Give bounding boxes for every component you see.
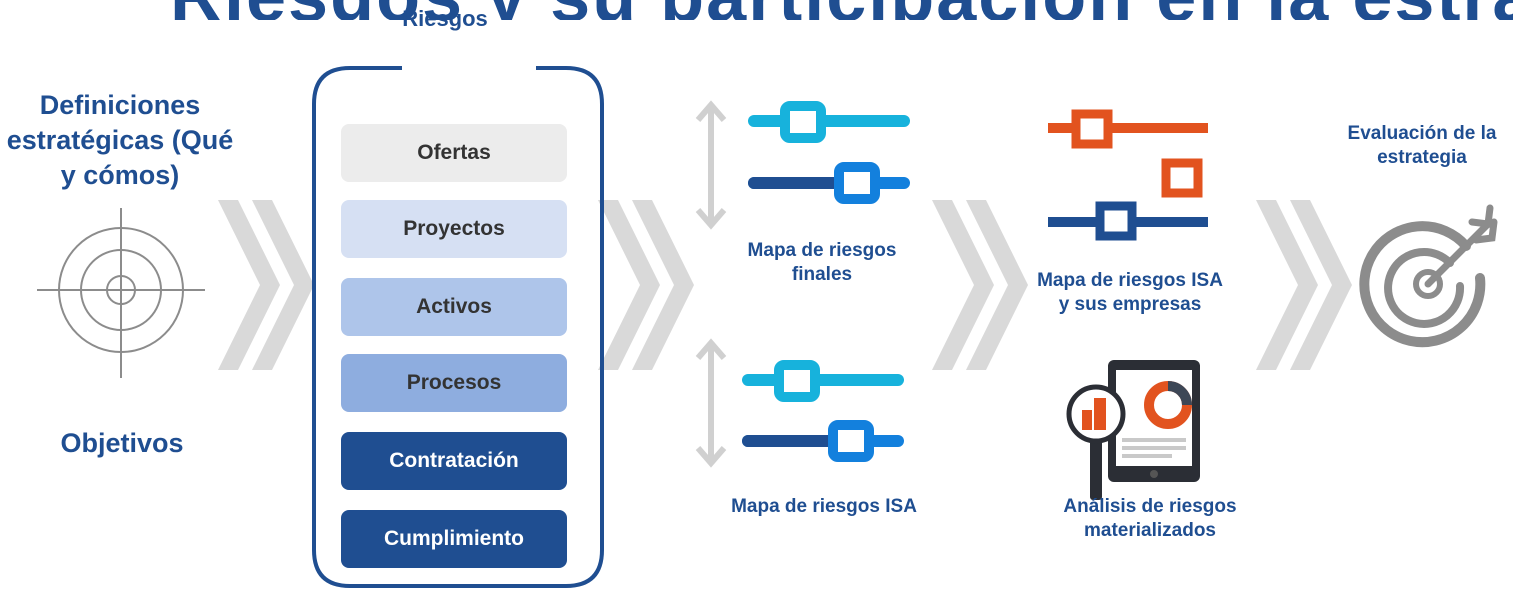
chevron-icon [218, 200, 314, 370]
riesgos-label: Riesgos [402, 6, 488, 31]
double-arrow-icon [695, 100, 727, 230]
target-arrow-icon [1359, 204, 1498, 348]
box-activos: Activos [341, 278, 567, 336]
box-proyectos: Proyectos [341, 200, 567, 258]
box-cumplimiento: Cumplimiento [341, 510, 567, 568]
slider-icon [742, 360, 904, 462]
definiciones-label: Definiciones estratégicas (Qué y cómos) [6, 90, 234, 190]
riesgos-container [312, 66, 604, 588]
crosshair-icon [37, 208, 205, 378]
mapa-empresas-label: Mapa de riesgos ISA y sus empresas [1037, 270, 1223, 315]
slider-icon [1048, 109, 1208, 241]
mapa-finales-label: Mapa de riesgos finales [747, 240, 897, 285]
slider-icon [748, 101, 910, 204]
objetivos-label: Objetivos [60, 428, 184, 458]
magnifier-icon [1066, 384, 1126, 500]
page-title: Riesgos y su participación en la estrate… [0, 0, 1513, 20]
chevron-icon [932, 200, 1028, 370]
double-arrow-icon [695, 338, 727, 468]
chevron-icon [598, 200, 694, 370]
tablet-chart-icon [1108, 360, 1200, 482]
analisis-label: Análisis de riesgos materializados [1063, 496, 1237, 541]
chevron-icon [1256, 200, 1352, 370]
box-procesos: Procesos [341, 354, 567, 412]
box-ofertas: Ofertas [341, 124, 567, 182]
box-contratacion: Contratación [341, 432, 567, 490]
evaluacion-label: Evaluación de la estrategia [1347, 123, 1497, 168]
mapa-isa-label: Mapa de riesgos ISA [731, 496, 917, 517]
